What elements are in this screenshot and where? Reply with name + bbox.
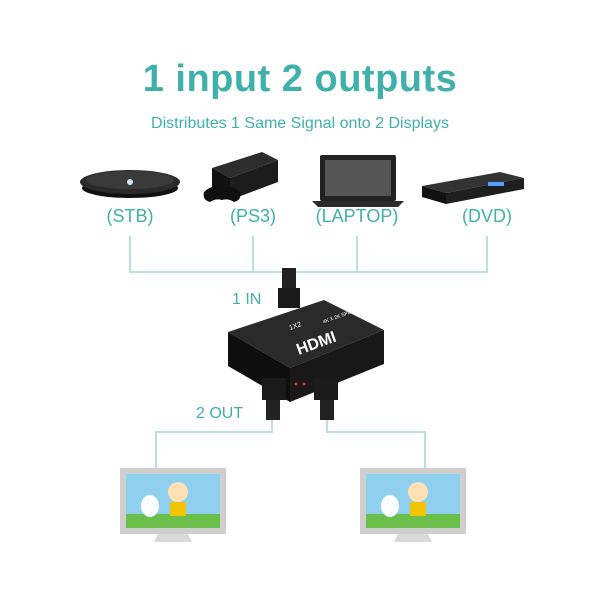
output-line-left [155, 420, 273, 468]
page-subtitle: Distributes 1 Same Signal onto 2 Display… [151, 115, 449, 132]
laptop-icon [312, 155, 404, 207]
hdmi-splitter-icon: HDMI 1X2 4K X 2K SPLITTER [228, 300, 384, 402]
device-label-laptop: (LAPTOP) [315, 206, 399, 226]
display-right-icon [360, 468, 466, 542]
set-top-box-icon [80, 170, 180, 198]
page-title: 1 input 2 outputs [142, 58, 458, 100]
hdmi-input-cable-icon [278, 268, 300, 308]
input-label: 1 IN [232, 291, 262, 308]
device-label-ps3: (PS3) [229, 206, 276, 226]
input-bus-line [129, 236, 488, 273]
splitter-model: 1X2 [288, 321, 302, 332]
output-label: 2 OUT [196, 405, 244, 422]
game-console-icon [203, 152, 278, 202]
display-left-icon [120, 468, 226, 542]
device-label-stb: (STB) [106, 206, 154, 226]
device-label-dvd: (DVD) [462, 206, 512, 226]
output-line-right [326, 420, 426, 468]
connection-lines [129, 236, 488, 468]
hdmi-output-cables-icon [262, 378, 338, 420]
dvd-player-icon [422, 172, 524, 204]
